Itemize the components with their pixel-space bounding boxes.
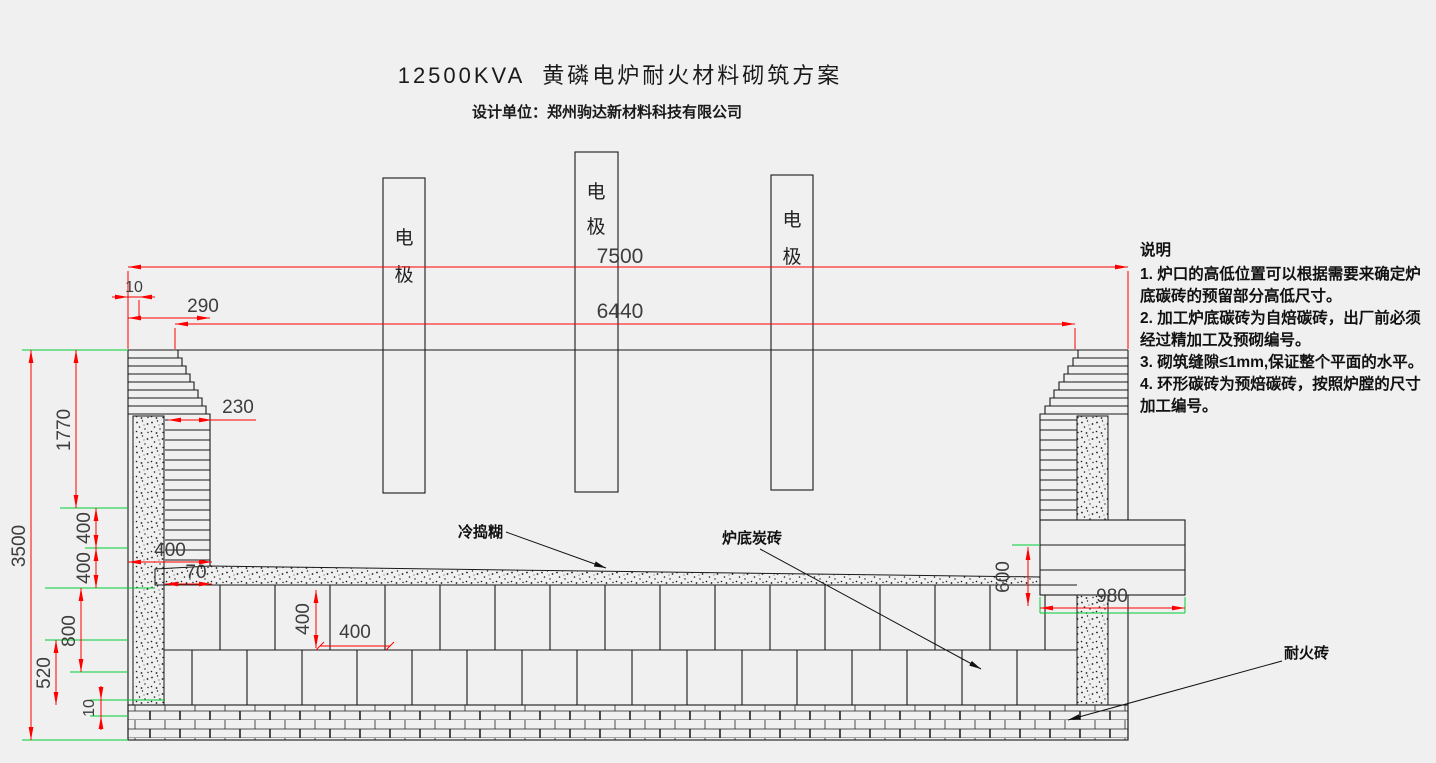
- note-item: 1. 炉口的高低位置可以根据需要来确定炉底碳砖的预留部分高低尺寸。: [1140, 266, 1421, 305]
- cold-ramming-paste-layer: [154, 565, 1041, 586]
- dimension-labels: 7500 6440 10 290 230 3500 1770 400 400 8…: [9, 245, 1128, 717]
- design-unit: 设计单位：郑州驹达新材料科技有限公司: [471, 104, 742, 121]
- bottom-carbon-brick-leader: [759, 548, 982, 670]
- dim-10-bottom: 10: [81, 699, 98, 717]
- dim-6440: 6440: [597, 300, 644, 323]
- material-labels: 冷捣糊 炉底炭砖 耐火砖: [458, 523, 1329, 662]
- refractory-brick-leader: [1067, 660, 1283, 721]
- electrode-1-label: 极: [394, 264, 413, 286]
- dim-3500: 3500: [9, 525, 30, 567]
- hearth-brick-row1: [219, 585, 1046, 650]
- electrode-3-label: 电: [782, 209, 801, 231]
- electrode-2-label: 电: [586, 181, 605, 203]
- right-paste-column-upper: [1076, 415, 1109, 521]
- dim-70: 70: [185, 562, 206, 583]
- dim-230: 230: [222, 397, 254, 418]
- taphole-block: [1039, 519, 1186, 596]
- dim-10-top: 10: [125, 279, 143, 296]
- right-step-courses: [1040, 357, 1128, 415]
- bottom-carbon-brick-label: 炉底炭砖: [722, 529, 782, 547]
- right-wall-courses: [1040, 419, 1077, 511]
- left-wall-courses: [165, 419, 210, 561]
- right-paste-column-lower: [1076, 594, 1109, 706]
- dim-600: 600: [993, 561, 1014, 593]
- refractory-brick-layer: [127, 704, 1129, 741]
- taphole-block-courses: [1040, 544, 1185, 571]
- electrode-3: [770, 174, 814, 491]
- drawing-title: 12500KVA 黄磷电炉耐火材料砌筑方案: [397, 63, 843, 88]
- dim-980: 980: [1096, 586, 1128, 607]
- leader-lines: [505, 531, 1283, 721]
- dim-400-wall-lower: 400: [74, 552, 95, 584]
- right-wall-steps: [1039, 350, 1079, 520]
- dim-7500: 7500: [597, 245, 644, 268]
- electrode-labels: 电 极 电 极 电 极: [394, 181, 801, 286]
- electrode-3-label: 极: [782, 246, 801, 268]
- electrode-1-label: 电: [394, 227, 413, 249]
- cold-ramming-paste-leader: [505, 531, 607, 569]
- notes-heading: 说明: [1140, 242, 1172, 259]
- refractory-brick-label: 耐火砖: [1284, 644, 1329, 662]
- dim-290: 290: [187, 296, 219, 317]
- dim-400-brick-width: 400: [339, 622, 371, 643]
- dim-800: 800: [59, 615, 80, 647]
- dim-400-step: 400: [154, 540, 186, 561]
- cold-ramming-paste-label: 冷捣糊: [458, 523, 503, 541]
- electrode-2-label: 极: [586, 216, 605, 238]
- hearth-brick-row2: [191, 650, 1018, 705]
- dim-400-brick-height: 400: [293, 603, 314, 635]
- notes-panel: 说明 1. 炉口的高低位置可以根据需要来确定炉底碳砖的预留部分高低尺寸。 2. …: [1140, 240, 1436, 418]
- left-step-courses: [128, 357, 210, 415]
- furnace-shell-outline: [127, 349, 1129, 741]
- hearth-layer-lines: [128, 584, 1128, 706]
- note-item: 4. 环形碳砖为预焙碳砖，按照炉膛的尺寸加工编号。: [1140, 376, 1421, 415]
- note-item: 2. 加工炉底碳砖为自焙碳砖，出厂前必须经过精加工及预砌编号。: [1140, 310, 1421, 349]
- dim-520: 520: [34, 657, 55, 689]
- dim-400-wall-upper: 400: [74, 512, 95, 544]
- electrode-1: [382, 177, 426, 494]
- dim-1770: 1770: [54, 409, 75, 451]
- dimension-lines: [28, 264, 1185, 740]
- left-wall-steps: [177, 350, 211, 566]
- extension-lines: [22, 349, 1186, 741]
- note-item: 3. 砌筑缝隙≤1mm,保证整个平面的水平。: [1140, 354, 1424, 371]
